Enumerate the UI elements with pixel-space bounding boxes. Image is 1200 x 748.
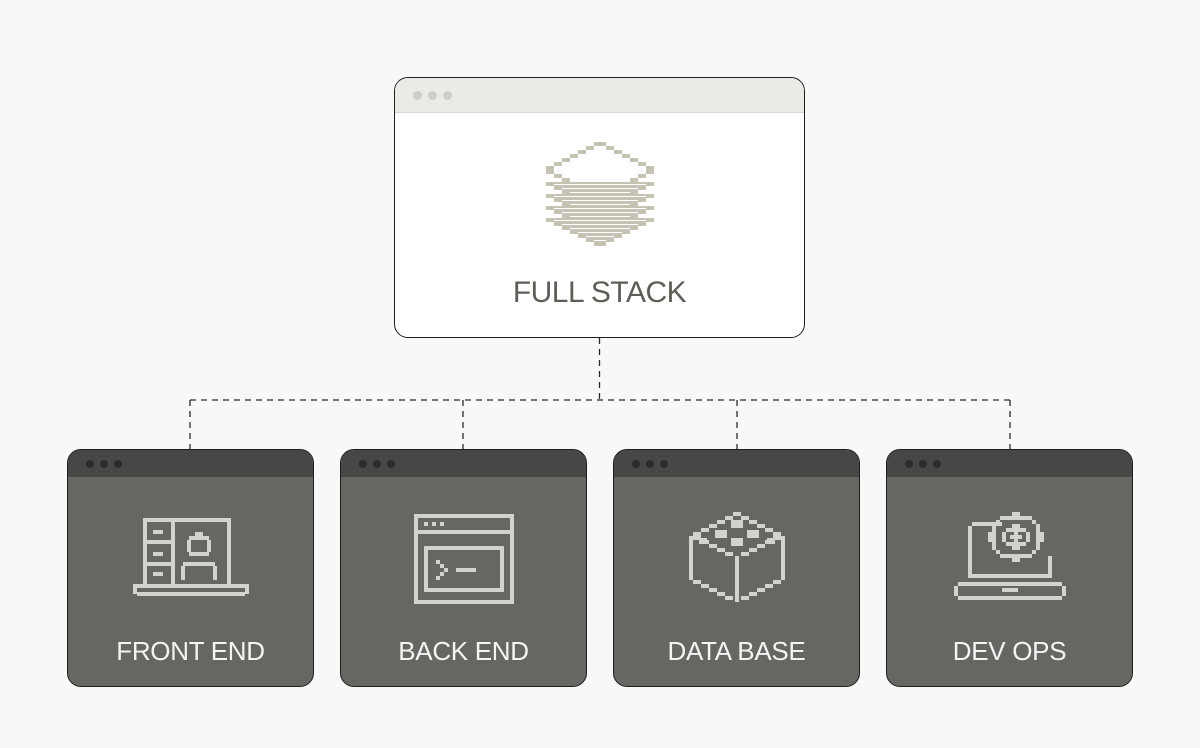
node-label-back-end: BACK END — [398, 636, 529, 666]
window-dot — [100, 459, 108, 468]
node-label-dev-ops: DEV OPS — [952, 636, 1067, 666]
dev-ops-window: DEV OPS — [886, 449, 1133, 687]
window-dot — [933, 459, 941, 468]
window-dot — [428, 90, 437, 100]
window-titlebar — [68, 450, 313, 477]
window-dot — [114, 459, 122, 468]
database-cube-icon-graphic — [689, 512, 785, 602]
database-cube-icon — [677, 510, 797, 610]
window-titlebar — [887, 450, 1132, 477]
node-label-front-end: FRONT END — [116, 636, 265, 666]
window-dot — [373, 459, 381, 468]
window-dot — [387, 459, 395, 468]
window-dot — [646, 459, 654, 468]
window-dot — [632, 459, 640, 468]
laptop-gear-icon-graphic — [954, 512, 1066, 600]
window-titlebar — [341, 450, 586, 477]
window-dot — [660, 459, 668, 468]
window-dot — [86, 459, 94, 468]
data-base-window: DATA BASE — [613, 449, 860, 687]
node-label-data-base: DATA BASE — [667, 636, 806, 666]
full-stack-window: FULL STACK — [394, 77, 805, 338]
window-dot — [905, 459, 913, 468]
terminal-window-icon — [404, 510, 524, 610]
window-titlebar — [395, 78, 804, 113]
window-dot — [919, 459, 927, 468]
window-dot — [413, 90, 422, 100]
front-end-window: FRONT END — [67, 449, 314, 687]
node-label-full-stack: FULL STACK — [512, 276, 687, 309]
window-dot — [443, 90, 452, 100]
layers-stack-icon — [537, 140, 663, 266]
layers-stack-icon-graphic — [546, 142, 654, 246]
back-end-window: BACK END — [340, 449, 587, 687]
terminal-window-icon-graphic — [414, 514, 514, 604]
window-titlebar — [614, 450, 859, 477]
laptop-gear-icon — [950, 510, 1070, 610]
frontend-workstation-icon-graphic — [133, 518, 249, 596]
frontend-workstation-icon — [131, 510, 251, 610]
window-dot — [359, 459, 367, 468]
